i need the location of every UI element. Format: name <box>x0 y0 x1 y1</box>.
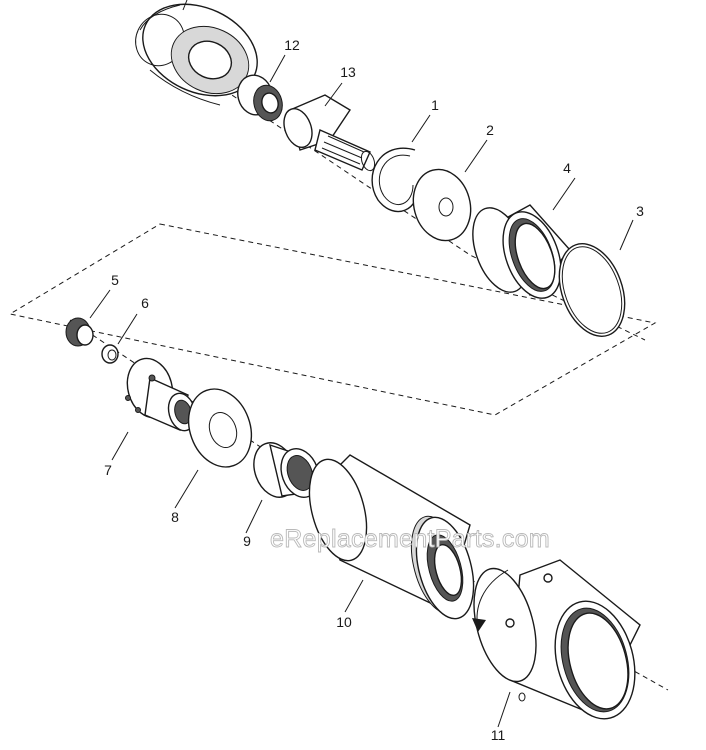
callout-7: 7 <box>104 462 112 478</box>
callout-11: 11 <box>491 727 506 743</box>
callout-8: 8 <box>171 509 179 525</box>
needle-bearing-9 <box>253 442 320 498</box>
callout-5: 5 <box>111 272 119 288</box>
watermark: eReplacementParts.com <box>270 525 550 553</box>
callout-10: 10 <box>336 614 352 630</box>
flange-hub-7 <box>125 357 197 432</box>
needle-bearing-12 <box>237 74 283 122</box>
callout-1: 1 <box>431 97 439 113</box>
callout-6: 6 <box>141 295 149 311</box>
callout-12: 12 <box>284 37 300 53</box>
needle-bearing-5 <box>65 317 94 347</box>
splined-shaft-13 <box>283 94 376 172</box>
callout-13: 13 <box>340 64 356 80</box>
callout-9: 9 <box>243 533 251 549</box>
callout-2: 2 <box>486 122 494 138</box>
thrust-washer-2 <box>412 168 472 242</box>
sleeve-4 <box>472 204 571 299</box>
subassembly-boundary <box>8 223 657 416</box>
drum-10 <box>308 454 475 620</box>
outer-sleeve-11 <box>472 559 641 720</box>
o-ring-3 <box>558 243 626 337</box>
snap-ring-1 <box>371 147 419 213</box>
bushing-6 <box>101 344 119 364</box>
callout-4: 4 <box>563 160 571 176</box>
washer-8 <box>187 388 253 468</box>
gear-assembly <box>135 3 258 106</box>
callout-3: 3 <box>636 203 644 219</box>
